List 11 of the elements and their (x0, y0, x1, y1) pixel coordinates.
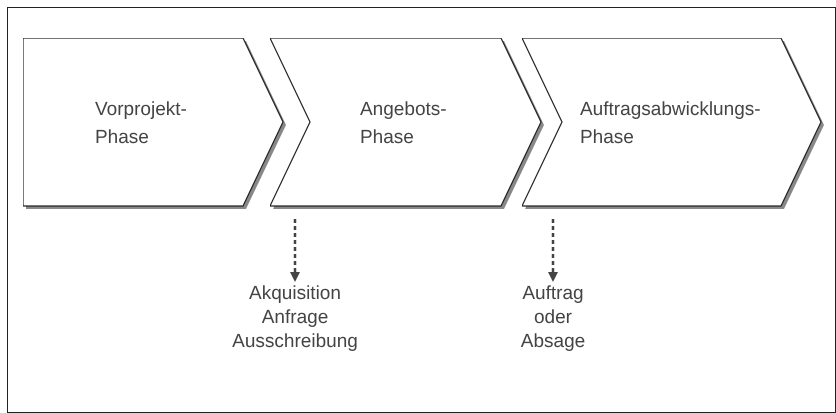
dashed-arrow (290, 219, 300, 282)
outcome-text: Anfrage (262, 306, 328, 330)
outcome-text: Ausschreibung (232, 330, 358, 354)
phase-label: Vorprojekt- Phase (95, 98, 188, 150)
phase-label: Angebots- Phase (360, 98, 448, 150)
phase-label: Auftragsabwicklungs- Phase (580, 98, 762, 150)
outcome-text: oder (534, 306, 572, 330)
outcome-text: Auftrag (522, 282, 584, 306)
dashed-arrow (548, 219, 558, 282)
outcome-text: Absage (520, 330, 586, 354)
outcome-text: Akquisition (249, 282, 341, 306)
